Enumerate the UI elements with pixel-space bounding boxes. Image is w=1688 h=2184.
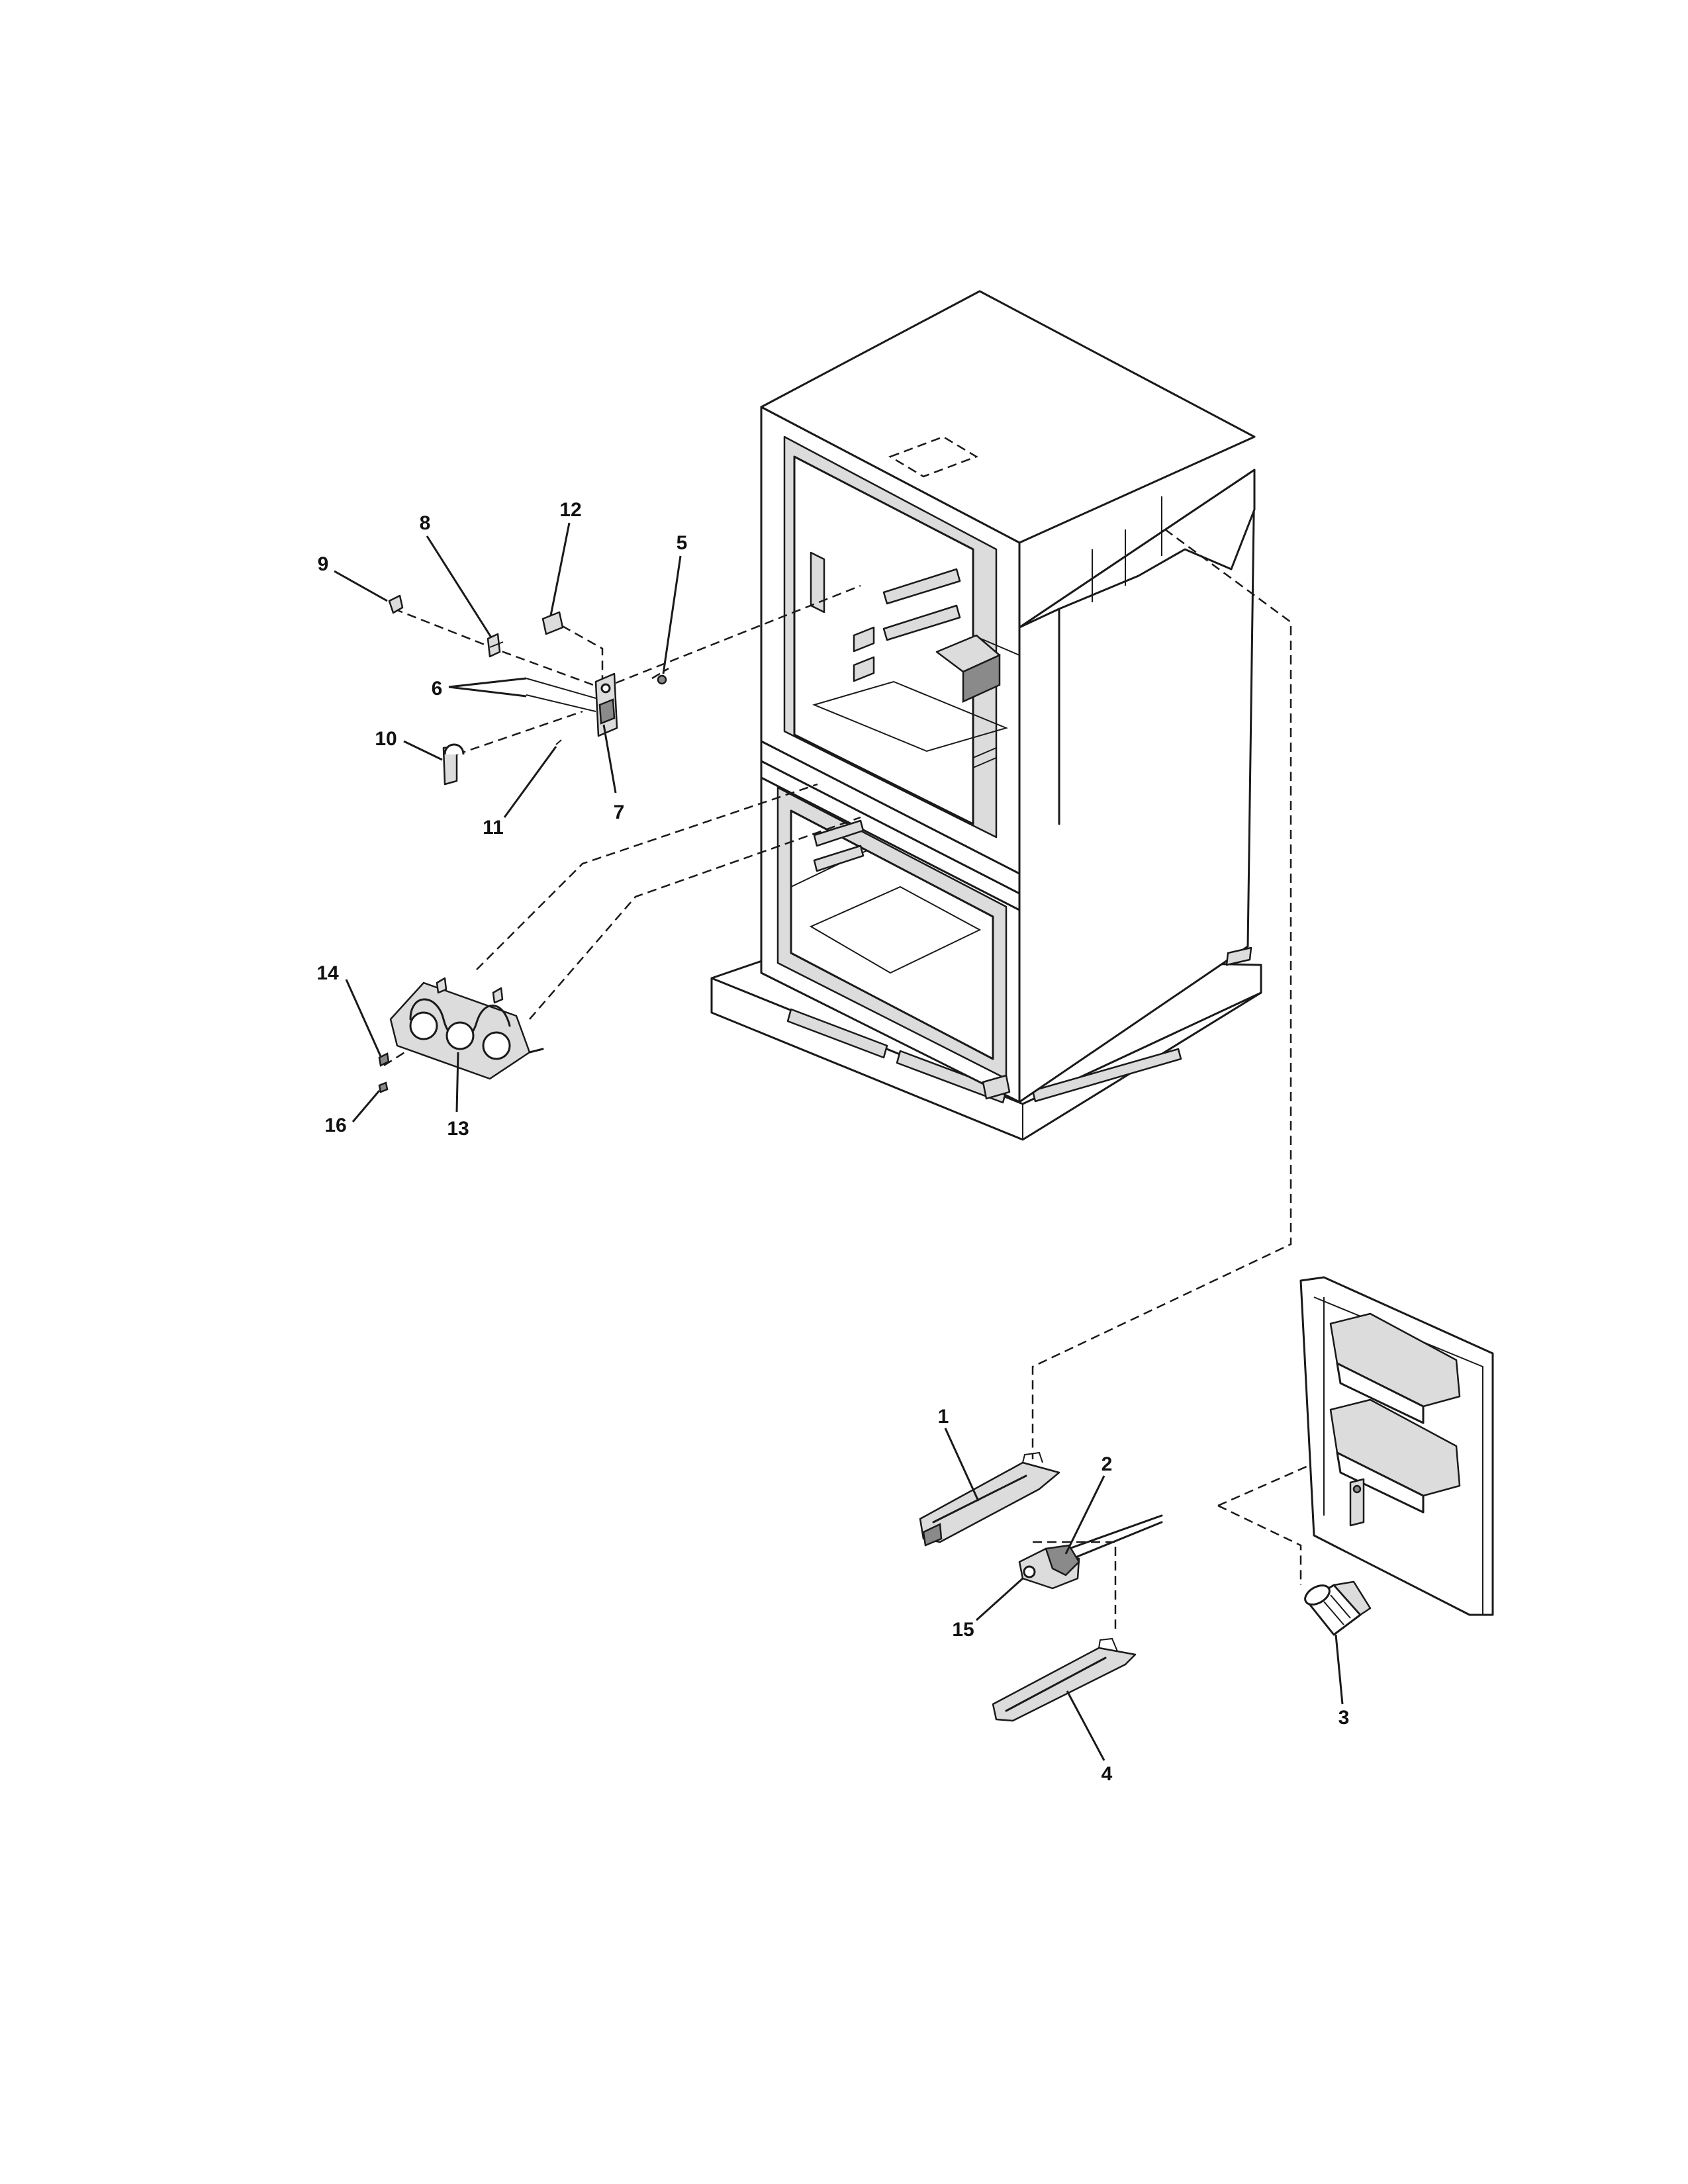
callout-6: 6 [432,678,443,700]
callout-leaders [334,522,1344,1761]
callout-1: 1 [938,1406,949,1428]
callout-9: 9 [318,553,329,575]
cover-part-1 [919,1451,1060,1547]
thermostat-part-2-15 [1018,1514,1163,1590]
screw-part-5 [657,674,667,685]
callout-8: 8 [420,512,431,534]
clip-part-12 [541,611,564,635]
callout-labels: 9 8 12 5 6 10 11 7 14 16 13 1 2 15 4 3 [316,499,1349,1785]
callout-13: 13 [447,1118,469,1140]
callout-15: 15 [952,1619,974,1641]
callout-5: 5 [677,532,688,554]
heater-assembly-part-13 [378,977,544,1093]
callout-3: 3 [1338,1707,1350,1729]
knob-part-3 [1304,1580,1372,1636]
screw-part-11 [555,739,562,745]
callout-14: 14 [316,962,339,984]
callout-12: 12 [559,499,581,521]
callout-10: 10 [375,728,397,750]
channel-part-4 [992,1637,1137,1722]
callout-4: 4 [1102,1763,1113,1785]
assembly-guide-lines [383,528,1331,1631]
callout-16: 16 [324,1115,346,1136]
screw-part-14 [378,1052,390,1067]
door-detail [1299,1276,1494,1616]
callout-2: 2 [1102,1453,1113,1475]
refrigerator-cabinet [710,290,1262,1141]
pins-part-6 [526,678,596,712]
screw-part-9 [388,594,404,614]
screw-part-16 [378,1081,389,1093]
hinge-parts-group [388,594,667,786]
callout-11: 11 [483,817,504,839]
callout-7: 7 [614,801,625,823]
